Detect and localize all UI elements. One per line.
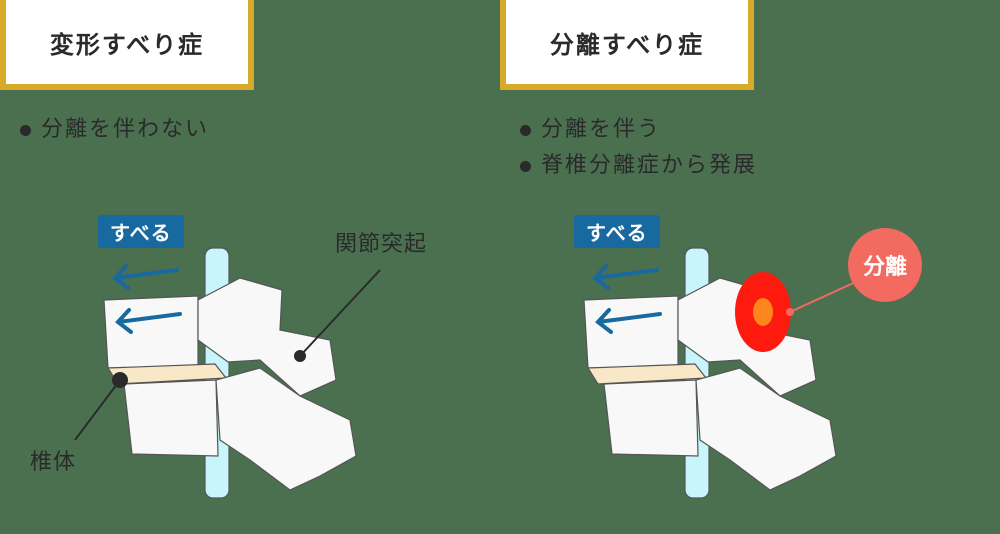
vertebral-body-label: 椎体 bbox=[30, 450, 77, 475]
bullet-item: 分離を伴わない bbox=[20, 112, 209, 148]
bullet-dot-icon bbox=[520, 160, 531, 172]
right-bullets: 分離を伴う 脊椎分離症から発展 bbox=[520, 112, 757, 184]
left-title-box: 変形すべり症 bbox=[0, 0, 254, 90]
spine-left bbox=[103, 247, 357, 499]
spine-right bbox=[583, 247, 837, 499]
bullet-dot-icon bbox=[520, 124, 531, 136]
left-bullets: 分離を伴わない bbox=[20, 112, 209, 148]
bullet-item: 脊椎分離症から発展 bbox=[520, 148, 757, 184]
separation-badge: 分離 bbox=[848, 228, 922, 302]
right-slip-tag: すべる bbox=[574, 215, 660, 248]
bullet-dot-icon bbox=[20, 124, 31, 136]
facet-label: 関節突起 bbox=[335, 232, 428, 257]
bullet-item: 分離を伴う bbox=[520, 112, 757, 148]
right-title-box: 分離すべり症 bbox=[500, 0, 754, 90]
left-slip-tag: すべる bbox=[98, 215, 184, 248]
right-title: 分離すべり症 bbox=[549, 30, 705, 59]
left-title: 変形すべり症 bbox=[49, 30, 205, 59]
slip-arrows-icon bbox=[112, 264, 662, 334]
leader-lines bbox=[74, 269, 381, 441]
